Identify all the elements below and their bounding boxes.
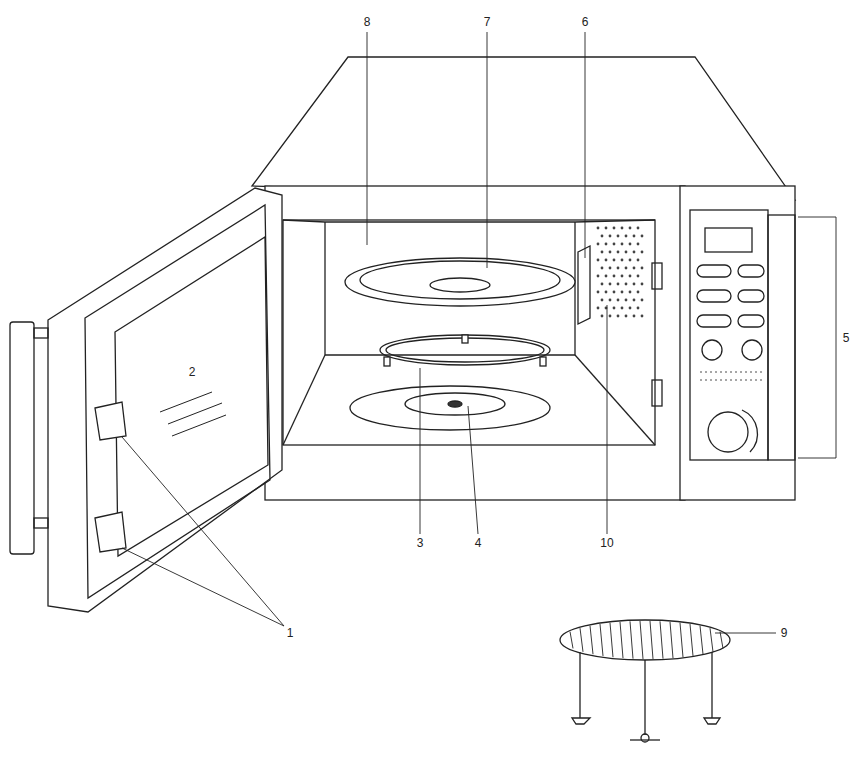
cabinet-front [265, 186, 685, 500]
panel-strip [768, 215, 795, 460]
cabinet-top [252, 57, 795, 200]
control-panel [680, 186, 795, 500]
waveguide-cover [578, 246, 590, 324]
door-window [115, 237, 268, 556]
leader-lines [122, 32, 836, 633]
floor-ring [350, 386, 550, 430]
door-frame [85, 205, 270, 598]
panel-buttons [697, 265, 764, 452]
callout-number: 3 [415, 536, 426, 550]
door-handle [10, 322, 34, 554]
roller-ring [380, 335, 550, 365]
door-latch [95, 402, 126, 440]
door [48, 188, 282, 612]
callout-number: 8 [362, 15, 373, 29]
glass-tray [345, 258, 575, 306]
door-latch [95, 512, 126, 552]
callout-number: 1 [285, 626, 296, 640]
panel-face [690, 210, 768, 460]
callout-number: 7 [482, 15, 493, 29]
display [705, 228, 752, 252]
vent-holes [597, 227, 644, 318]
grill-rack [560, 620, 730, 742]
cavity-opening [283, 220, 655, 445]
callout-number: 9 [779, 626, 790, 640]
callout-number: 2 [187, 365, 198, 379]
callout-number: 6 [580, 15, 591, 29]
callout-number: 10 [598, 536, 615, 550]
callout-number: 4 [473, 536, 484, 550]
callout-number: 5 [841, 331, 852, 345]
